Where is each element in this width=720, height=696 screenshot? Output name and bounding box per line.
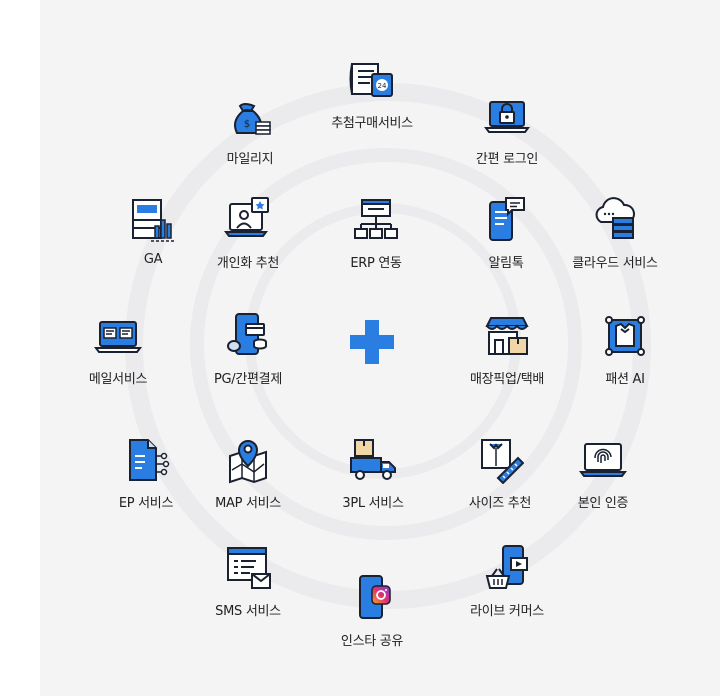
service-label: MAP 서비스 (215, 496, 281, 511)
fingerprint-laptop-icon (579, 443, 627, 477)
service-label: ERP 연동 (350, 256, 402, 271)
service-alimtalk[interactable]: 알림톡 (441, 196, 571, 280)
service-size-rec[interactable]: 사이즈 추천 (435, 436, 565, 520)
service-label: 간편 로그인 (475, 152, 539, 167)
service-store-pickup[interactable]: 매장픽업/택배 (442, 312, 572, 396)
mobile-payment-icon (227, 313, 267, 355)
service-label: GA (143, 252, 163, 267)
service-live-commerce[interactable]: 라이브 커머스 (442, 544, 572, 628)
service-3pl[interactable]: 3PL 서비스 (308, 436, 438, 520)
service-label: 본인 인증 (577, 496, 629, 511)
service-label: 라이브 커머스 (470, 604, 544, 619)
map-pin-icon (229, 440, 267, 484)
plus-icon (348, 318, 396, 366)
shirt-ai-icon (605, 316, 645, 356)
service-label: 개인화 추천 (216, 256, 280, 271)
truck-icon (350, 439, 396, 480)
service-pg[interactable]: PG/간편결제 (183, 312, 313, 396)
cloud-server-icon (595, 197, 635, 239)
lock-laptop-icon (484, 101, 530, 133)
sms-browser-icon (227, 547, 271, 589)
service-instagram[interactable]: 인스타 공유 (307, 574, 437, 658)
service-ep[interactable]: EP 서비스 (81, 436, 211, 520)
service-label: 추첨구매서비스 (331, 116, 413, 131)
service-map[interactable]: MAP 서비스 (183, 436, 313, 520)
service-label: 알림톡 (488, 256, 524, 271)
service-erp[interactable]: ERP 연동 (311, 196, 441, 280)
ticket-24-icon: 24 (349, 63, 393, 97)
money-bag-icon: $ (234, 103, 271, 135)
service-label: 메일서비스 (88, 372, 148, 387)
instagram-phone-icon (359, 575, 391, 619)
phone-message-icon (489, 197, 525, 241)
service-label: 클라우드 서비스 (572, 256, 658, 271)
svg-text:24: 24 (378, 82, 387, 90)
erp-network-icon (354, 199, 398, 239)
service-label: SMS 서비스 (215, 604, 281, 619)
user-star-icon (224, 197, 269, 237)
service-sms[interactable]: SMS 서비스 (183, 544, 313, 628)
analytics-icon (132, 199, 175, 242)
service-cloud[interactable]: 클라우드 서비스 (550, 196, 680, 280)
service-label: PG/간편결제 (213, 372, 283, 387)
mail-laptop-icon (94, 321, 142, 353)
live-basket-icon (485, 545, 528, 589)
service-mail[interactable]: 메일서비스 (53, 312, 183, 396)
service-personal-rec[interactable]: 개인화 추천 (183, 196, 313, 280)
service-ga[interactable]: GA (88, 196, 218, 280)
services-panel: 24 추첨구매서비스 $ 마일리지 간편 로그인 (40, 0, 720, 696)
store-box-icon (485, 317, 529, 355)
service-fashion-ai[interactable]: 패션 AI (560, 312, 690, 396)
service-identity[interactable]: 본인 인증 (538, 436, 668, 520)
service-easy-login[interactable]: 간편 로그인 (442, 92, 572, 176)
ep-document-icon (129, 439, 170, 481)
service-label: 마일리지 (226, 152, 274, 167)
service-label: EP 서비스 (118, 496, 174, 511)
service-mileage[interactable]: $ 마일리지 (185, 92, 315, 176)
service-label: 매장픽업/택배 (469, 372, 545, 387)
service-label: 패션 AI (605, 372, 645, 387)
shirt-ruler-icon (481, 439, 524, 484)
service-label: 사이즈 추천 (468, 496, 532, 511)
service-lottery[interactable]: 24 추첨구매서비스 (307, 56, 437, 140)
service-label: 3PL 서비스 (342, 496, 404, 511)
svg-text:$: $ (244, 119, 250, 130)
service-label: 인스타 공유 (340, 634, 404, 649)
